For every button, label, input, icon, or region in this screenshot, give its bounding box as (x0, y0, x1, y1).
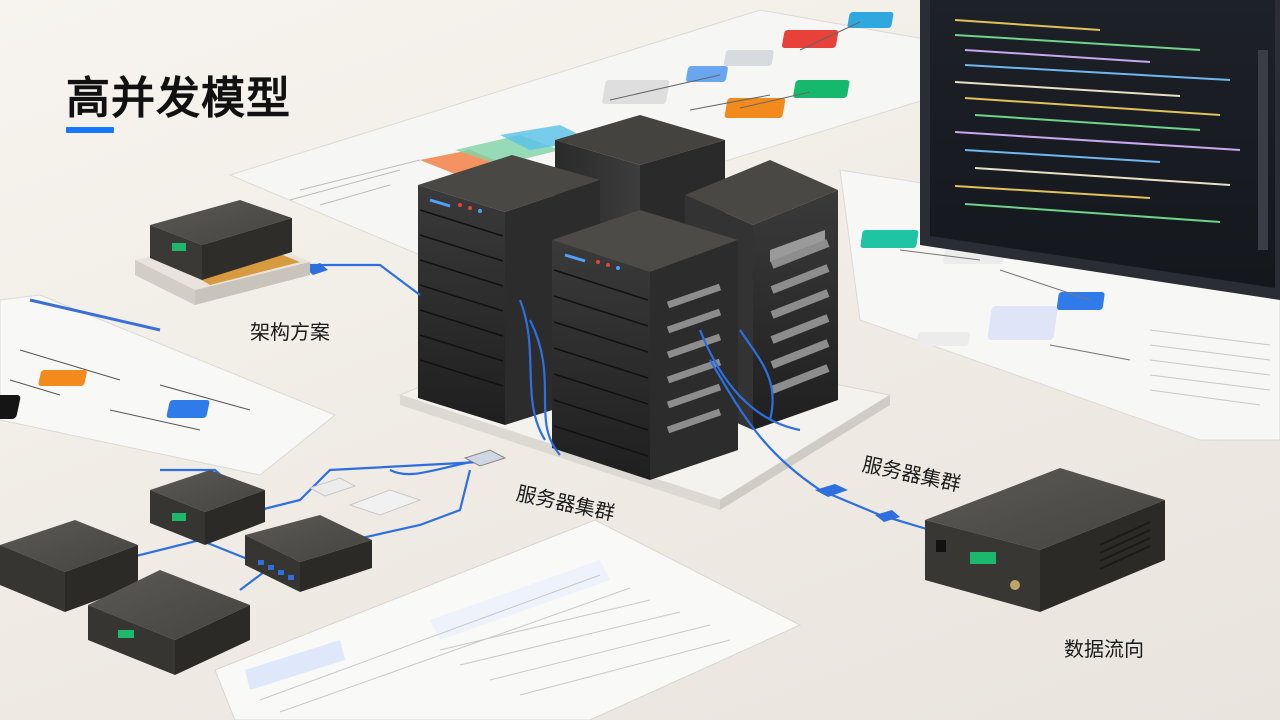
mini-pc-icon (150, 470, 265, 545)
label-architecture: 架构方案 (250, 320, 330, 344)
mini-pc-icon (925, 468, 1165, 612)
code-monitor-icon (920, 0, 1280, 300)
mini-pc-icon (135, 200, 310, 305)
mini-pc-icon (0, 520, 138, 612)
network-switch-icon (245, 515, 372, 592)
page-title: 高并发模型 (66, 73, 291, 124)
table-sheet-icon (214, 519, 802, 720)
flowchart-sheet-icon (0, 294, 336, 476)
mini-pc-icon (88, 570, 250, 675)
title-underline (66, 127, 114, 133)
label-data-flow: 数据流向 (1064, 637, 1144, 661)
cable-connectors (305, 263, 900, 522)
server-rack-icon (552, 210, 738, 480)
